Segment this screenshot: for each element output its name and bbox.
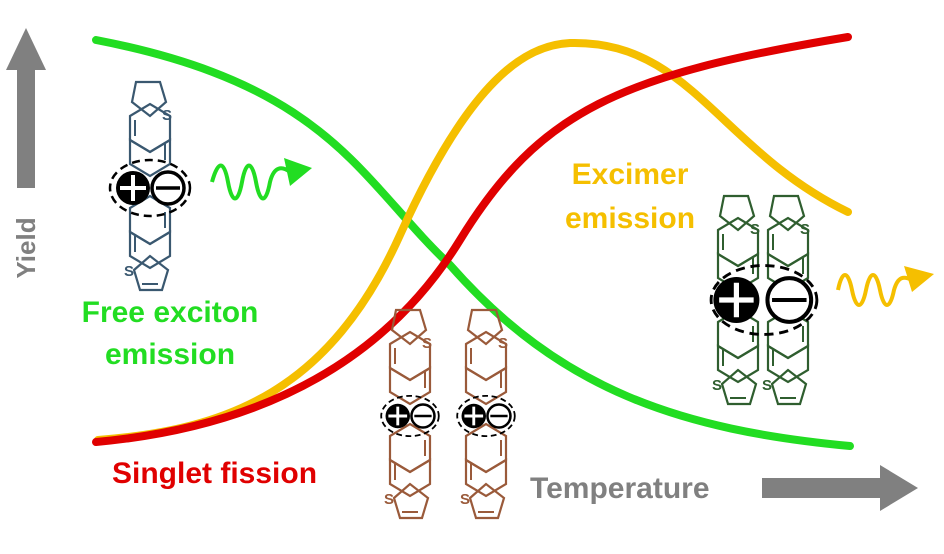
sulfur-label: S bbox=[460, 491, 470, 508]
excimer-curve bbox=[94, 38, 852, 444]
sulfur-label: S bbox=[750, 221, 760, 238]
y-axis-label: Yield bbox=[11, 217, 41, 278]
thiophene-acene-molecule-icon: S S bbox=[384, 308, 432, 520]
thiophene-acene-molecule-icon: S S bbox=[460, 308, 508, 520]
sulfur-label: S bbox=[498, 335, 508, 352]
electron-hole-pair-icon bbox=[379, 394, 441, 438]
sulfur-label: S bbox=[124, 263, 134, 280]
singlet-fission-curve bbox=[92, 33, 852, 446]
electron-hole-pair-icon bbox=[108, 158, 192, 218]
excimer-label-line2: emission bbox=[565, 202, 695, 235]
wavy-emission-arrow-icon bbox=[836, 266, 934, 307]
thiophene-acene-molecule-icon: S S bbox=[124, 80, 172, 292]
thiophene-acene-molecule-icon: S S bbox=[712, 194, 760, 406]
free-exciton-curve bbox=[92, 36, 854, 450]
sulfur-label: S bbox=[422, 335, 432, 352]
x-axis-label: Temperature bbox=[530, 472, 710, 505]
free-exciton-label-line2: emission bbox=[105, 338, 235, 371]
singlet-fission-label: Singlet fission bbox=[112, 457, 317, 490]
excimer-label-line1: Excimer bbox=[572, 158, 689, 191]
sulfur-label: S bbox=[162, 107, 172, 124]
electron-hole-pair-icon bbox=[455, 394, 517, 438]
sulfur-label: S bbox=[712, 377, 722, 394]
electron-hole-pair-icon bbox=[709, 264, 819, 336]
sulfur-label: S bbox=[800, 221, 810, 238]
x-axis-arrow-icon bbox=[762, 465, 918, 511]
wavy-emission-arrow-icon bbox=[210, 158, 312, 201]
thiophene-acene-molecule-icon: S S bbox=[762, 194, 810, 406]
sulfur-label: S bbox=[384, 491, 394, 508]
free-exciton-label-line1: Free exciton bbox=[82, 296, 259, 329]
y-axis-arrow-icon bbox=[6, 28, 46, 188]
sulfur-label: S bbox=[762, 377, 772, 394]
